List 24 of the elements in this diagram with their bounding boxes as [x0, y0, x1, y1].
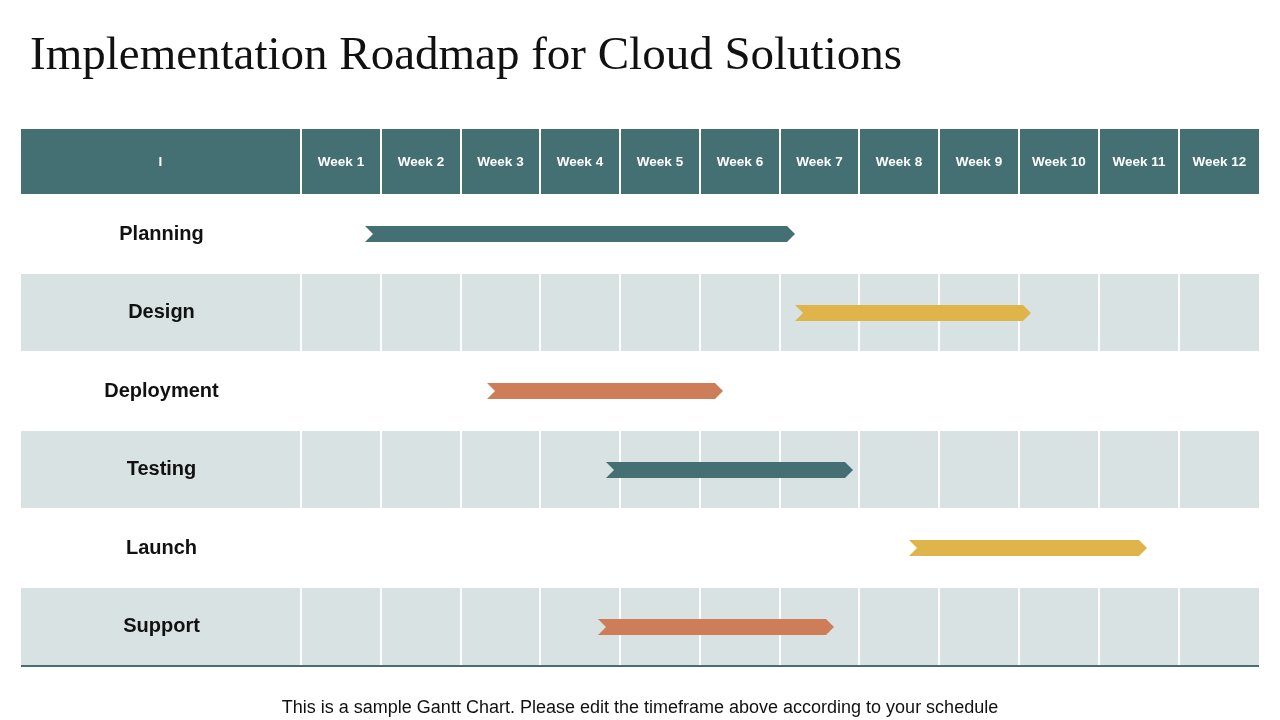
column-header: Week 11	[1100, 129, 1178, 194]
column-header: Week 12	[1180, 129, 1259, 194]
column-header: Week 6	[701, 129, 779, 194]
column-header: Week 8	[860, 129, 938, 194]
gantt-bar	[487, 383, 723, 400]
task-label: Planning	[119, 221, 204, 245]
column-header: Week 5	[621, 129, 699, 194]
gantt-bar	[365, 226, 795, 243]
caption: This is a sample Gantt Chart. Please edit the timeframe above according to your schedule	[281, 697, 999, 718]
task-label: Launch	[125, 535, 198, 559]
column-header: Week 2	[382, 129, 460, 194]
task-label: Design	[128, 300, 195, 324]
task-label: Deployment	[104, 378, 219, 402]
column-header: I	[21, 129, 300, 194]
column-header: Week 9	[940, 129, 1018, 194]
column-header: Week 4	[541, 129, 619, 194]
task-label: Support	[123, 614, 200, 638]
task-label: Testing	[126, 457, 197, 481]
column-header: Week 7	[781, 129, 858, 194]
title: Implementation Roadmap for Cloud Solutions	[30, 26, 903, 81]
gantt-bar	[909, 540, 1147, 557]
column-header: Week 3	[462, 129, 539, 194]
column-header: Week 10	[1020, 129, 1098, 194]
column-header: Week 1	[302, 129, 380, 194]
